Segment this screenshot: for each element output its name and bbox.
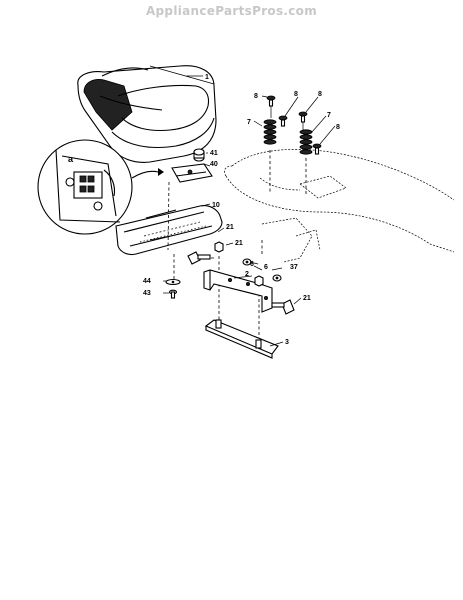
mounting-bracket[interactable] xyxy=(203,269,273,313)
inset-arrow-head xyxy=(158,168,164,176)
callout-8c: 8 xyxy=(318,91,322,98)
callout-43: 43 xyxy=(143,290,151,297)
tractor-frame xyxy=(224,149,455,263)
clamp-plate[interactable] xyxy=(204,319,279,359)
callout-3: 3 xyxy=(285,339,289,346)
bolt-8-a[interactable] xyxy=(266,95,276,107)
callout-44: 44 xyxy=(143,278,151,285)
bushing[interactable] xyxy=(193,148,205,162)
bolt-8-d[interactable] xyxy=(312,143,322,155)
screw-43[interactable] xyxy=(168,289,178,299)
washer-44[interactable] xyxy=(165,278,181,286)
callout-8a: 8 xyxy=(254,93,258,100)
callout-7a: 7 xyxy=(247,119,251,126)
leader-lines xyxy=(163,75,336,347)
callout-21b: 21 xyxy=(303,295,311,302)
knob-bolt-21-upper[interactable] xyxy=(187,251,211,265)
hinge-bracket[interactable] xyxy=(171,163,213,183)
watermark: AppliancePartsPros.com xyxy=(145,4,318,18)
nut-6-lower[interactable] xyxy=(254,275,264,287)
spring-right[interactable] xyxy=(299,129,313,155)
callout-10: 10 xyxy=(212,202,220,209)
callout-37b: 37 xyxy=(290,264,298,271)
callout-8d: 8 xyxy=(336,124,340,131)
detail-inset: a xyxy=(37,139,133,235)
callout-2: 2 xyxy=(245,271,249,278)
seat[interactable] xyxy=(77,65,217,163)
bolt-8-c[interactable] xyxy=(298,111,308,123)
callout-41: 41 xyxy=(210,150,218,157)
callout-37a: 6 xyxy=(250,261,254,268)
washer-37-lower[interactable] xyxy=(272,274,282,282)
bolt-8-b[interactable] xyxy=(278,115,288,127)
callout-6b: 6 xyxy=(264,264,268,271)
nut-6-upper[interactable] xyxy=(214,241,224,253)
assembly-line-1 xyxy=(167,181,170,251)
knob-bolt-21-lower[interactable] xyxy=(271,299,295,315)
callout-1: 1 xyxy=(205,74,209,81)
seat-pan[interactable] xyxy=(115,205,223,256)
spring-left[interactable] xyxy=(263,119,277,145)
callout-6a: 21 xyxy=(235,240,243,247)
callout-21a: 21 xyxy=(226,224,234,231)
callout-8b: 8 xyxy=(294,91,298,98)
callout-7b: 7 xyxy=(327,112,331,119)
inset-arrow xyxy=(131,170,159,179)
inset-letter: a xyxy=(68,154,74,164)
callout-40: 40 xyxy=(210,161,218,168)
